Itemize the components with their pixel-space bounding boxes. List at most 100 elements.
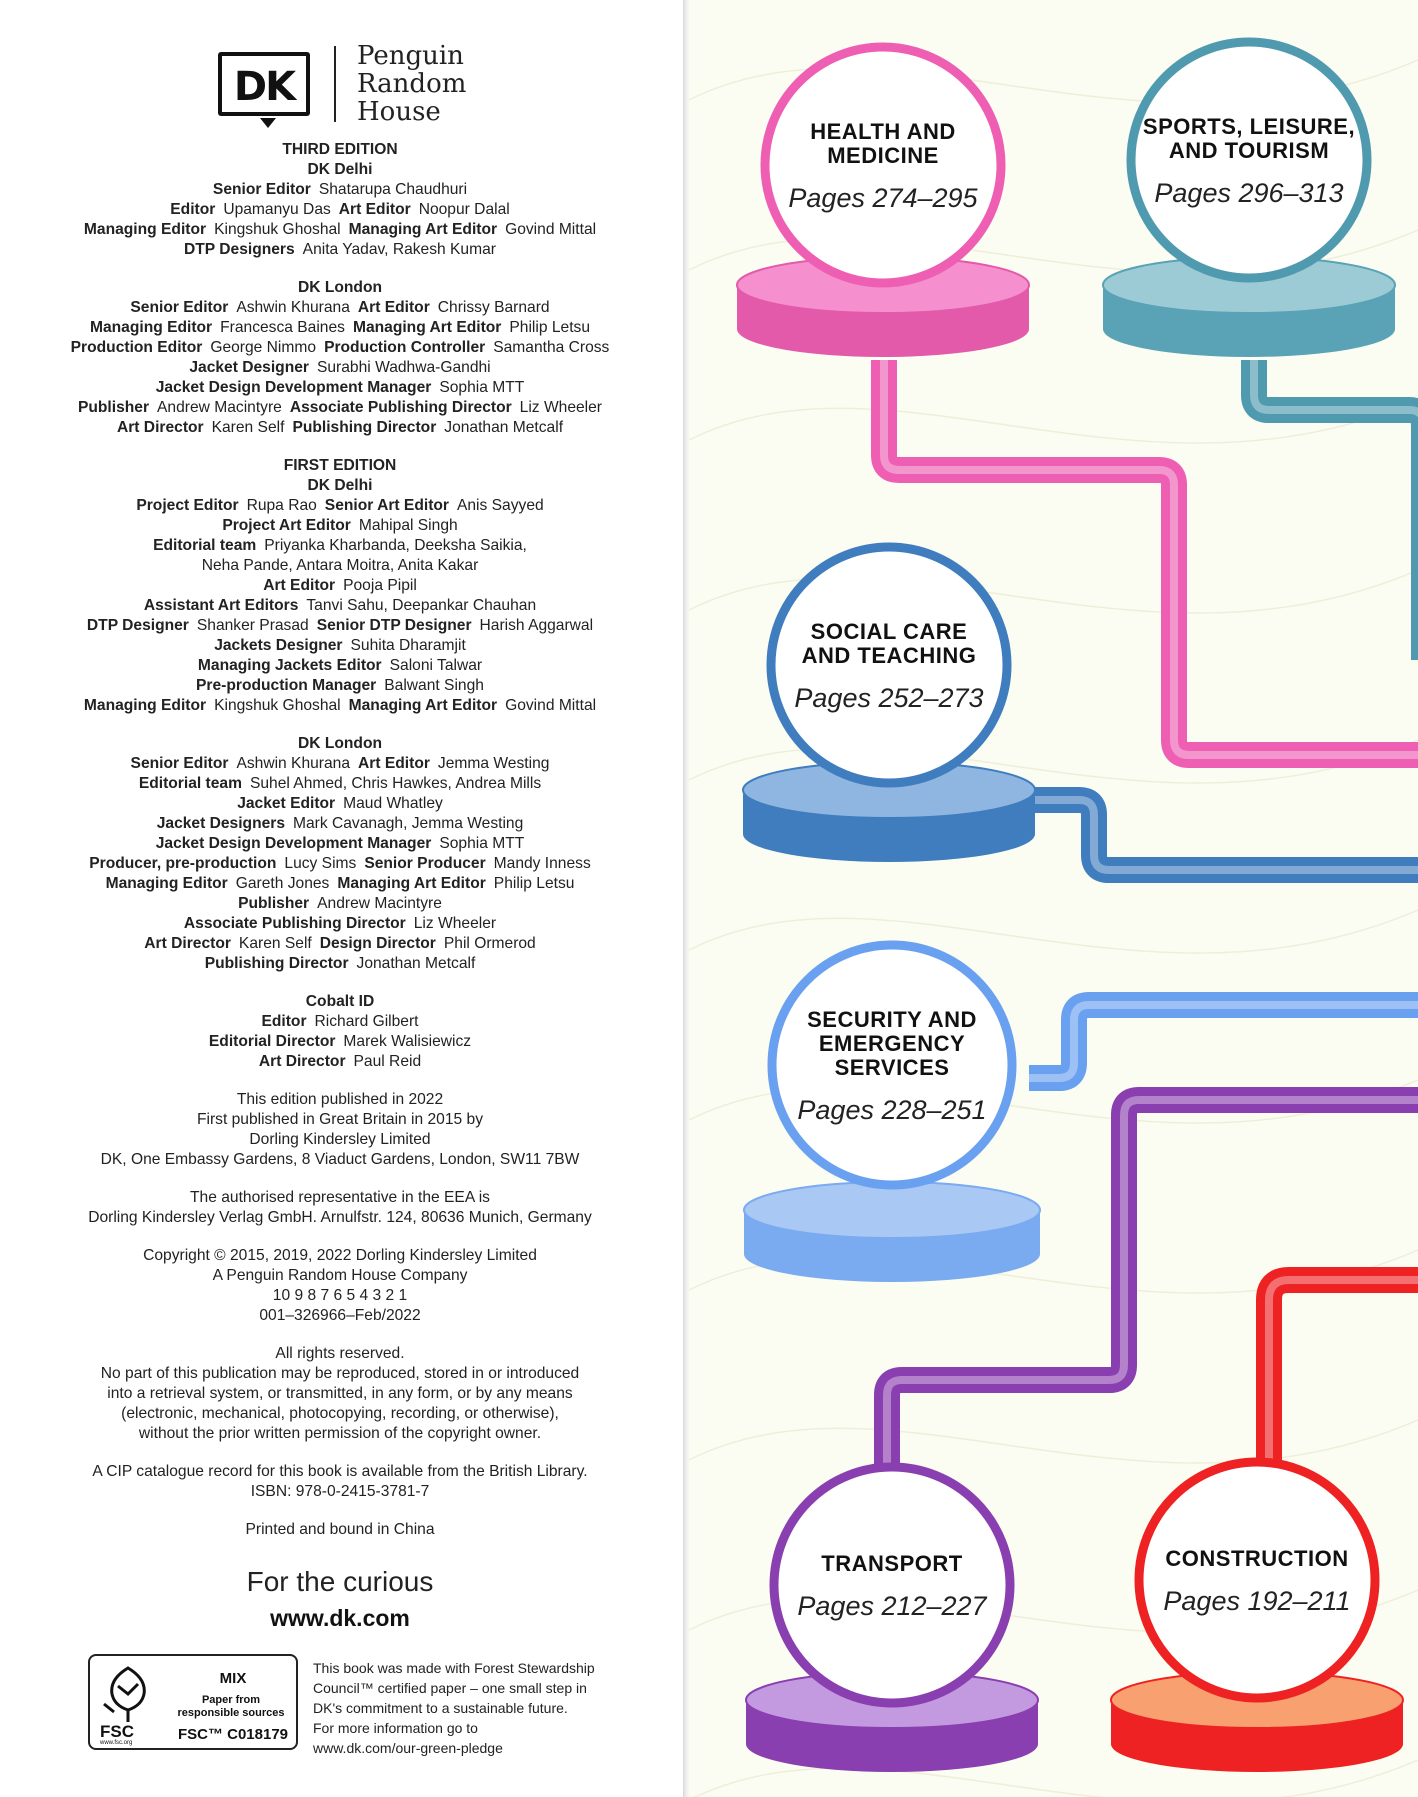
node-pages: Pages 228–251	[797, 1095, 986, 1125]
credit-name: without the prior written permission of …	[138, 1425, 542, 1442]
credit-name: First published in Great Britain in 2015…	[196, 1111, 484, 1128]
credit-name: A Penguin Random House Company	[212, 1267, 468, 1284]
connector-line	[1034, 787, 1418, 883]
credit-line: (electronic, mechanical, photocopying, r…	[60, 1404, 620, 1424]
node-title: SPORTS, LEISURE,	[1143, 114, 1355, 139]
node-pages: Pages 274–295	[788, 183, 978, 213]
credit-role: Managing Jackets Editor	[197, 657, 382, 674]
credit-name: Govind Mittal	[505, 697, 597, 714]
credit-line: ISBN: 978-0-2415-3781-7	[60, 1482, 620, 1502]
credit-name: Karen Self	[211, 419, 285, 436]
pedestal-top	[743, 1181, 1041, 1239]
credit-line: Jacket Editor Maud Whatley	[60, 794, 620, 814]
logo-divider	[334, 46, 336, 122]
credit-name: Anis Sayyed	[456, 497, 544, 514]
credit-role: Production Editor	[70, 339, 203, 356]
credit-name: Andrew Macintyre	[317, 895, 442, 912]
credit-role: Associate Publishing Director	[183, 915, 406, 932]
fsc-mix-badge: FSC www.fsc.org MIX Paper from responsib…	[88, 1654, 298, 1750]
credit-line: 001–326966–Feb/2022	[60, 1306, 620, 1326]
credit-role: DK Delhi	[307, 161, 373, 178]
credit-role: THIRD EDITION	[282, 141, 398, 158]
credit-role: Cobalt ID	[305, 993, 375, 1010]
credit-name: Andrew Macintyre	[157, 399, 282, 416]
credit-name: Copyright © 2015, 2019, 2022 Dorling Kin…	[143, 1247, 537, 1264]
credit-name: Maud Whatley	[343, 795, 443, 812]
credit-name: Noopur Dalal	[418, 201, 510, 218]
penguin-random-house-wordmark: Penguin Random House	[357, 42, 466, 126]
credit-name: Upamanyu Das	[223, 201, 331, 218]
credit-role: Managing Editor	[105, 875, 228, 892]
credit-name: ISBN: 978-0-2415-3781-7	[250, 1483, 430, 1500]
credit-role: Art Director	[258, 1053, 346, 1070]
credit-name: Priyanka Kharbanda, Deeksha Saikia,	[264, 537, 527, 554]
credit-line: Dorling Kindersley Limited	[60, 1130, 620, 1150]
credit-role: Editorial team	[138, 775, 242, 792]
credit-name: No part of this publication may be repro…	[100, 1365, 580, 1382]
prh-line: House	[357, 97, 441, 127]
fsc-mix-label: MIX	[219, 1670, 247, 1687]
fsc-paper-label: Paper from responsible sources	[177, 1694, 285, 1719]
connector-line	[1256, 1267, 1418, 1480]
connector-line	[1241, 360, 1418, 660]
credit-name: Kingshuk Ghoshal	[214, 221, 341, 238]
node-title: HEALTH AND	[810, 119, 956, 144]
credit-name: Neha Pande, Antara Moitra, Anita Kakar	[201, 557, 479, 574]
node-title: CONSTRUCTION	[1165, 1546, 1348, 1571]
credits-block: Printed and bound in China	[60, 1520, 620, 1540]
connector-highlight	[1029, 1001, 1418, 1082]
credit-role: Jacket Design Development Manager	[155, 379, 432, 396]
node-title: EMERGENCY	[819, 1031, 965, 1056]
credit-name: Mahipal Singh	[358, 517, 458, 534]
credit-name: Jemma Westing	[437, 755, 550, 772]
credit-line: DK Delhi	[60, 160, 620, 180]
credit-role: DTP Designer	[86, 617, 189, 634]
fsc-tree-icon	[103, 1666, 146, 1722]
credit-role: FIRST EDITION	[283, 457, 397, 474]
credit-role: Art Editor	[358, 755, 430, 772]
connector-highlight	[883, 1096, 1418, 1480]
fsc-note: This book was made with Forest Stewardsh…	[313, 1660, 595, 1756]
credit-role: Jacket Editor	[237, 795, 336, 812]
node-ring	[1134, 1457, 1380, 1703]
credit-role: Project Editor	[136, 497, 239, 514]
prh-line: Penguin	[357, 41, 464, 71]
prh-line: Random	[357, 69, 467, 99]
credit-name: Ashwin Khurana	[236, 755, 351, 772]
credit-name: George Nimmo	[210, 339, 317, 356]
credit-name: Paul Reid	[353, 1053, 422, 1070]
credit-line: without the prior written permission of …	[60, 1424, 620, 1444]
connector-highlight	[1265, 1276, 1418, 1480]
node-title: MEDICINE	[827, 143, 939, 168]
credit-role: Art Director	[116, 419, 204, 436]
node-title: SERVICES	[835, 1055, 950, 1080]
website-link[interactable]: www.dk.com	[270, 1605, 410, 1631]
credit-name: Ashwin Khurana	[236, 299, 350, 316]
credit-name: Liz Wheeler	[413, 915, 497, 932]
credits-block: Copyright © 2015, 2019, 2022 Dorling Kin…	[60, 1246, 620, 1326]
book-gutter	[683, 0, 689, 1797]
credit-name: Shatarupa Chaudhuri	[318, 181, 468, 198]
credit-name: Kingshuk Ghoshal	[214, 697, 341, 714]
credit-role: Senior Producer	[364, 855, 486, 872]
